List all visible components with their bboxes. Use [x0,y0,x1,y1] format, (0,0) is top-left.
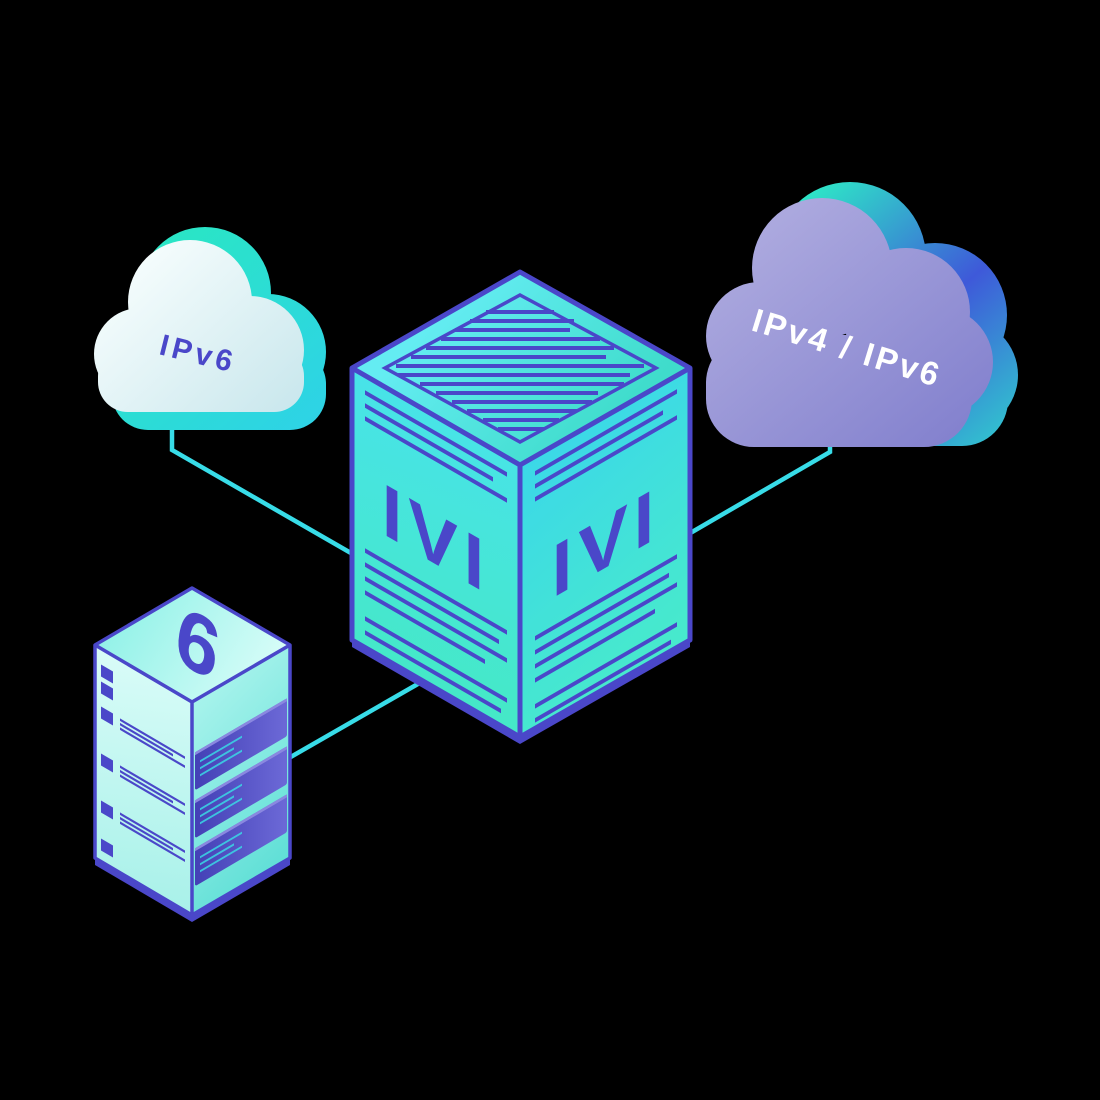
ipv4-ipv6-cloud: IPv4 / IPv6 [706,182,1018,447]
server-module-slab-3 [195,794,287,886]
ivi-box-left-face-lines-bottom [365,548,507,714]
ivi-box-top-inset-border [381,293,660,444]
ivi-box-edges [349,269,693,740]
ivi-box-left-face-lines-top [365,390,507,503]
ivi-box-right-face-lines-bottom [535,554,677,723]
server-left-face [95,645,192,915]
ivi-box-right-face-lines-top [535,389,677,502]
ivi-box: IVI IVI [349,269,693,744]
ipv6-cloud-front [94,240,304,412]
link-server-line [280,675,432,764]
ivi-box-right-face: IVI [520,366,690,737]
server-module-slab-1 [195,698,287,790]
server-edges [93,586,292,917]
ivi-box-left-face: IVI [352,368,520,737]
server-module-slab-2 [195,746,287,838]
server-right-face [192,644,290,915]
ipv4-ipv6-cloud-front [706,198,993,447]
ivi-box-top-face-lines [396,310,644,431]
ipv6-cloud: IPv6 [94,227,326,430]
ipv6-server: 6 [93,586,292,922]
server-left-face-details [101,664,185,863]
